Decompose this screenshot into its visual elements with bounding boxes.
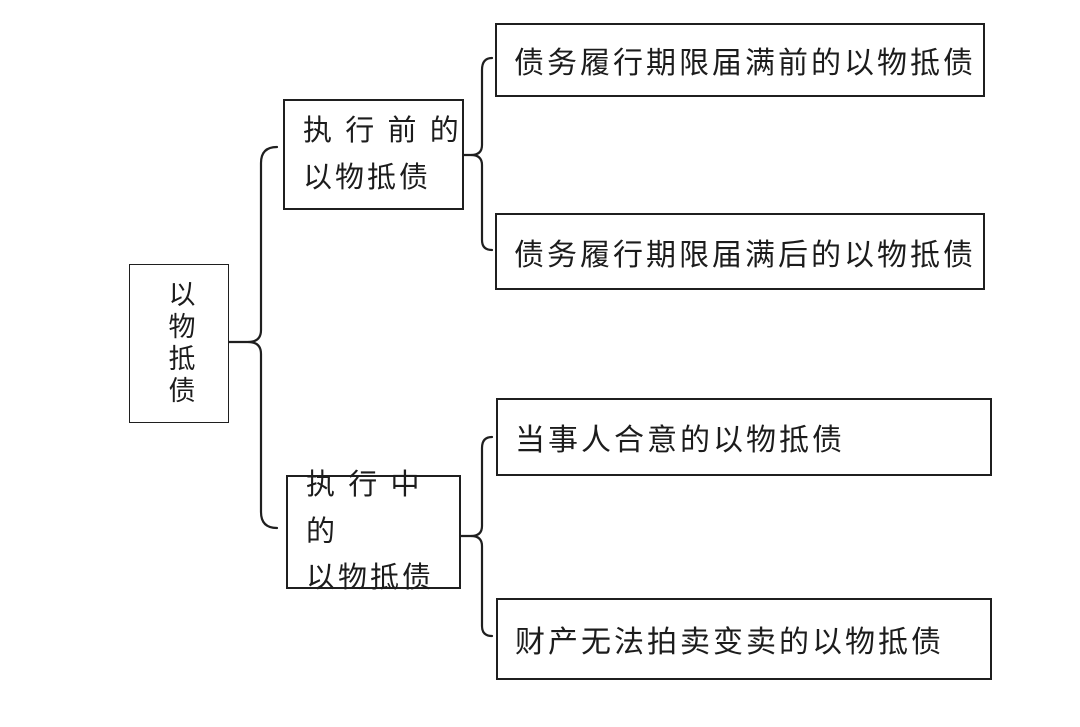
- leaf-node-before-due: 债务履行期限届满前的以物抵债: [495, 23, 985, 97]
- branch-node-label-line2: 以物抵债: [303, 161, 432, 194]
- leaf-node-label: 债务履行期限届满后的以物抵债: [514, 238, 976, 272]
- leaf-node-after-due: 债务履行期限届满后的以物抵债: [495, 213, 985, 290]
- branch-node-before-execution: 执 行 前 的 以物抵债: [283, 99, 464, 210]
- leaf-node-unsellable-property: 财产无法拍卖变卖的以物抵债: [496, 598, 992, 680]
- leaf-node-label: 当事人合意的以物抵债: [515, 424, 845, 457]
- branch-node-label-line2: 以物抵债: [306, 562, 435, 595]
- leaf-node-party-consent: 当事人合意的以物抵债: [496, 398, 992, 476]
- brace-branch-1: [470, 435, 494, 638]
- root-node-label: 以物抵债: [164, 279, 195, 408]
- brace-branch-0: [470, 56, 494, 252]
- leaf-node-label: 财产无法拍卖变卖的以物抵债: [515, 626, 944, 659]
- root-node: 以物抵债: [129, 264, 229, 423]
- leaf-node-label: 债务履行期限届满前的以物抵债: [514, 47, 976, 80]
- brace-root: [247, 145, 279, 530]
- branch-node-label-line1: 执 行 中 的: [306, 469, 423, 548]
- branch-node-label-line1: 执 行 前 的: [303, 115, 462, 148]
- branch-node-during-execution: 执 行 中 的 以物抵债: [286, 469, 461, 594]
